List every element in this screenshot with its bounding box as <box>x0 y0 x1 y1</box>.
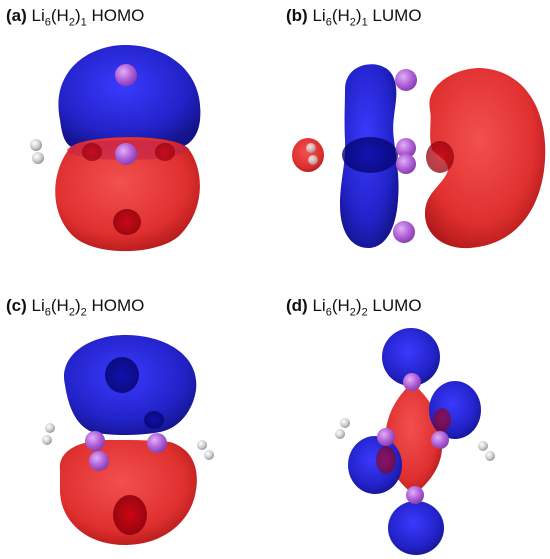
hydrogen-atom <box>340 418 350 428</box>
hydrogen-atom <box>32 152 44 164</box>
hydrogen-atom <box>335 429 345 439</box>
negative-lobe-bottom <box>388 501 444 555</box>
dark-red-spot <box>155 143 175 161</box>
hydrogen-atom <box>204 450 214 460</box>
dark-blue-spot <box>144 411 164 429</box>
positive-lobe-lower <box>55 137 200 252</box>
hydrogen-atom <box>42 435 52 445</box>
dark-red-spot <box>376 446 396 474</box>
hydrogen-atom <box>306 143 316 153</box>
hydrogen-atom <box>30 139 42 151</box>
lithium-atom <box>147 433 167 453</box>
panel-d-structure <box>335 328 495 555</box>
lithium-atom <box>115 64 137 86</box>
negative-lobe-top <box>382 328 440 386</box>
hydrogen-atom <box>308 155 318 165</box>
negative-lobe-upper <box>58 45 201 149</box>
panel-a-label: (a) Li6(H2)1 HOMO <box>6 6 145 29</box>
dark-red-spot <box>82 143 102 161</box>
hydrogen-atom <box>478 441 488 451</box>
hydrogen-atom <box>197 440 207 450</box>
dark-red-spot <box>433 408 451 432</box>
dark-blue-core <box>105 357 139 393</box>
panel-b-label: (b) Li6(H2)1 LUMO <box>286 6 422 29</box>
hydrogen-atom <box>485 451 495 461</box>
dark-red-core <box>113 495 147 535</box>
positive-lobe-right <box>424 68 546 249</box>
panel-c-label: (c) Li6(H2)2 HOMO <box>6 296 145 319</box>
dark-red-notch <box>426 141 454 173</box>
panel-c-structure <box>42 335 214 545</box>
lithium-atom <box>85 431 105 451</box>
negative-lobe-upper-right <box>429 381 481 439</box>
lithium-atom <box>403 373 421 391</box>
lithium-atom <box>377 428 395 446</box>
panel-a-structure <box>30 45 201 252</box>
dark-red-core <box>113 209 141 235</box>
lithium-atom <box>396 138 416 158</box>
lithium-atom <box>395 69 417 91</box>
lithium-atom <box>431 431 449 449</box>
lithium-atom <box>406 486 424 504</box>
panel-b-structure <box>292 64 546 249</box>
lithium-atom <box>396 154 416 174</box>
hydrogen-atom <box>45 423 55 433</box>
lithium-atom <box>393 221 415 243</box>
dark-blue-core <box>342 137 398 173</box>
panel-d-label: (d) Li6(H2)2 LUMO <box>286 296 422 319</box>
lithium-atom <box>89 451 109 471</box>
lithium-atom <box>115 143 137 165</box>
small-positive-lobe <box>292 138 324 172</box>
